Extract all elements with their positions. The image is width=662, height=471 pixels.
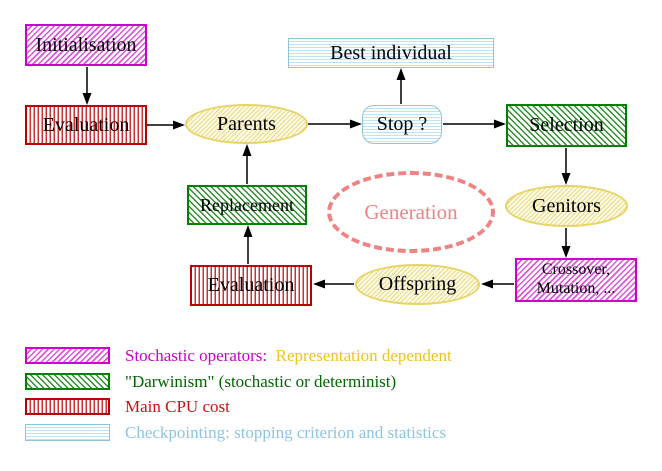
crossover-line2: Mutation, ...: [536, 280, 616, 297]
node-evaluation-bottom: Evaluation: [190, 265, 312, 306]
legend-text-representation: Representation dependent: [275, 346, 452, 365]
node-crossover-mutation: Crossover, Mutation, ...: [515, 258, 637, 302]
node-initialisation: Initialisation: [25, 24, 147, 66]
legend-swatch-checkpointing: [25, 424, 110, 441]
node-offspring: Offspring: [355, 264, 480, 305]
crossover-line1: Crossover,: [541, 261, 611, 279]
node-evaluation-top: Evaluation: [25, 105, 147, 145]
legend-label-cpu-cost: Main CPU cost: [125, 397, 230, 416]
node-best-individual: Best individual: [288, 38, 494, 68]
node-selection: Selection: [506, 104, 627, 147]
legend-swatch-darwinism: [25, 373, 110, 390]
legend-label-checkpointing: Checkpointing: stopping criterion and st…: [125, 423, 447, 442]
legend-label-stochastic-operators: Stochastic operators: Representation dep…: [125, 346, 452, 366]
generation-cycle-ellipse: Generation: [327, 171, 495, 253]
node-stop: Stop ?: [362, 105, 442, 144]
legend-text-stochastic: Stochastic operators:: [125, 346, 268, 365]
node-parents: Parents: [185, 104, 308, 144]
node-genitors: Genitors: [505, 185, 628, 227]
legend-swatch-cpu-cost: [25, 398, 110, 415]
legend-swatch-stochastic-operators: [25, 347, 110, 364]
node-replacement: Replacement: [187, 185, 307, 225]
legend-label-darwinism: "Darwinism" (stochastic or determinist): [125, 372, 397, 391]
